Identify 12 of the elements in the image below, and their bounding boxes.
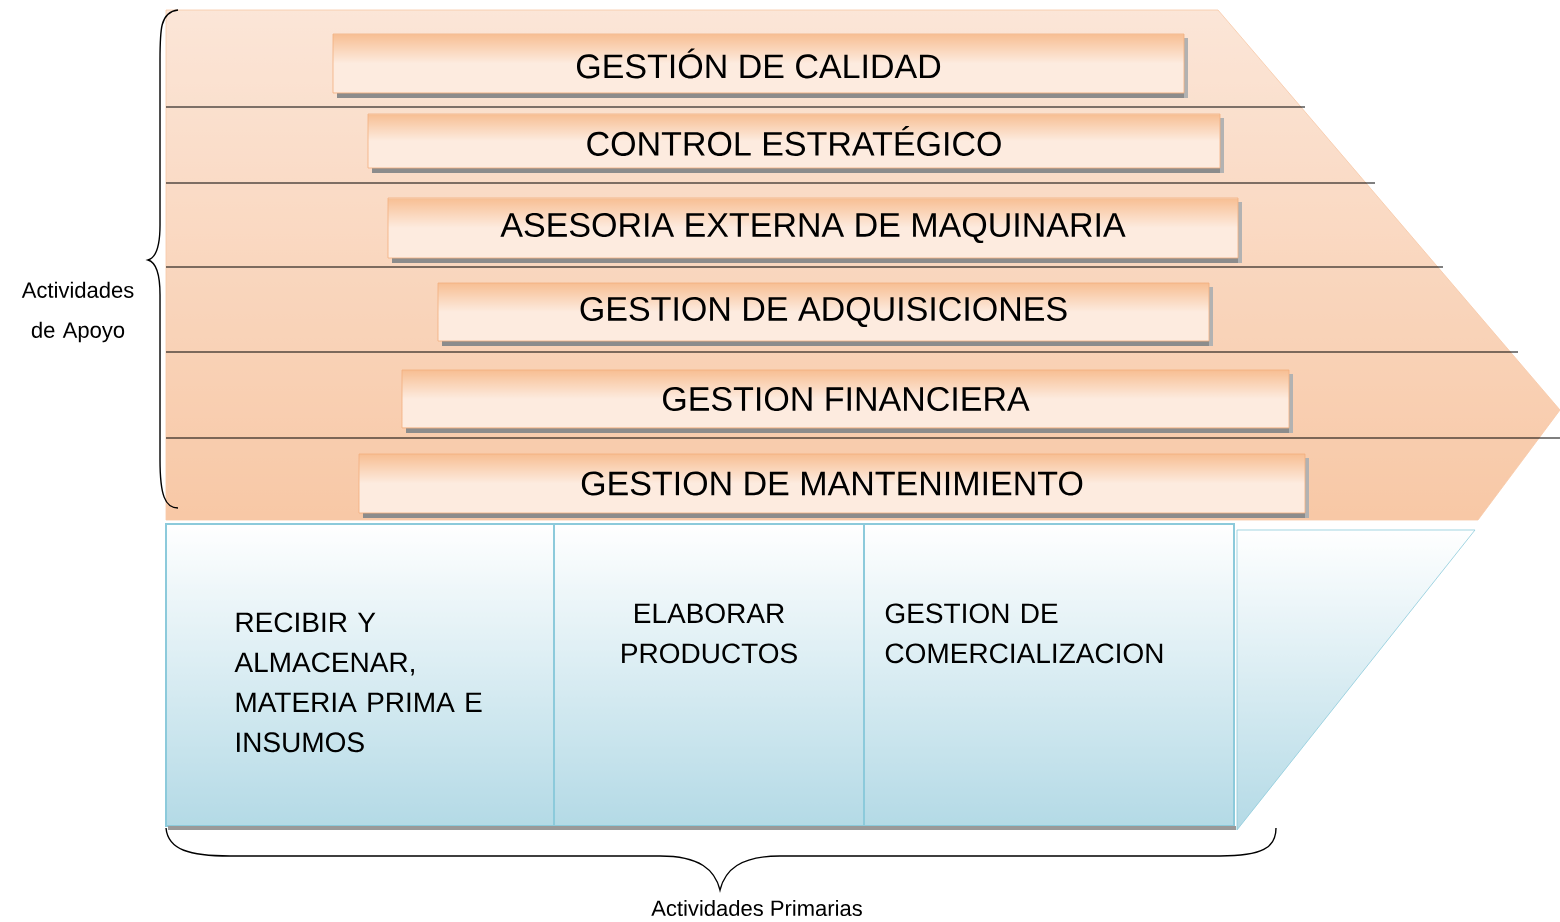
activity-cell: RECIBIR Y ALMACENAR, MATERIA PRIMA E INSUMOS: [165, 523, 555, 827]
activity-bar: GESTION DE ADQUISICIONES: [437, 282, 1213, 346]
activity-bar: CONTROL ESTRATÉGICO: [367, 113, 1224, 173]
activity-cell: GESTION DE COMERCIALIZACION: [863, 523, 1235, 827]
arrow-band: [1236, 529, 1476, 831]
activity-cell: ELABORAR PRODUCTOS: [553, 523, 865, 827]
activity-bar: GESTION FINANCIERA: [401, 369, 1293, 433]
axis-label: Actividades de Apoyo: [21, 281, 134, 343]
activity-bar: ASESORIA EXTERNA DE MAQUINARIA: [387, 197, 1242, 263]
axis-label: Actividades Primarias: [651, 899, 862, 917]
activity-bar: GESTIÓN DE CALIDAD: [332, 33, 1188, 98]
activity-bar: GESTION DE MANTENIMIENTO: [358, 453, 1309, 518]
